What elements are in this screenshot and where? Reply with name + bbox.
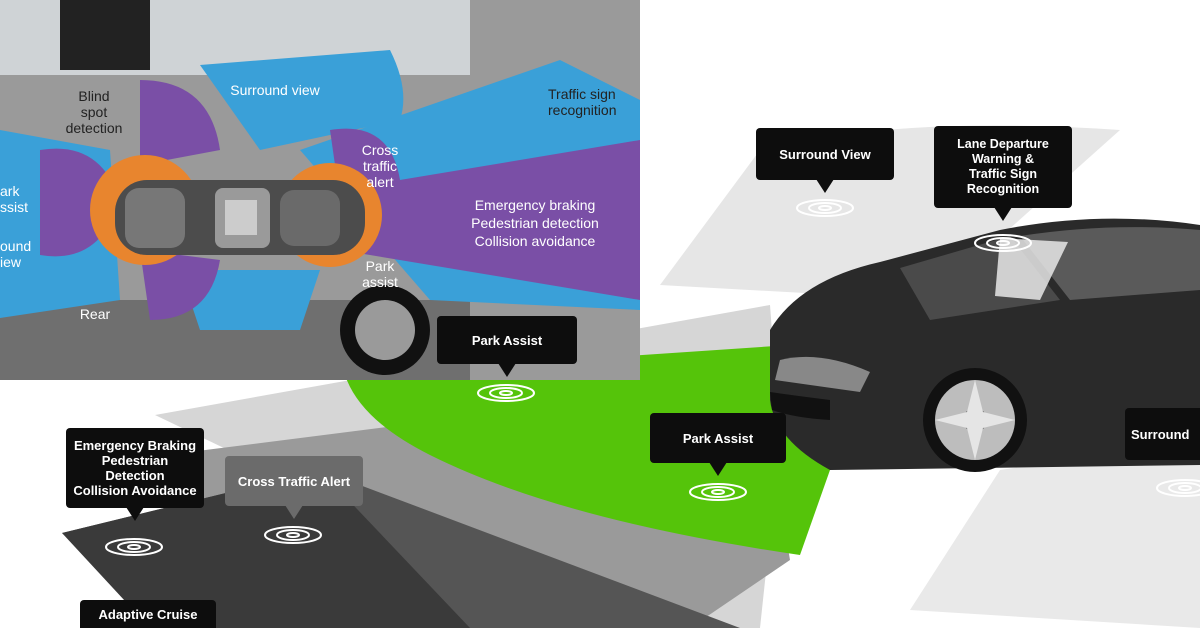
- callout-text: Surround: [1131, 426, 1190, 442]
- sensor-wave-icon: [105, 538, 163, 556]
- sensor-wave-icon: [477, 384, 535, 402]
- sensor-wave-icon: [796, 199, 854, 217]
- inset-label-park-assist-left: ark ssist: [0, 183, 28, 215]
- callout-emergency: Emergency Braking Pedestrian Detection C…: [66, 428, 204, 521]
- callout-text: Cross Traffic Alert: [237, 473, 351, 489]
- callout-text: Surround View: [779, 146, 871, 162]
- inset-label-surround-view: Surround view: [230, 82, 320, 98]
- car-topview-icon: [115, 180, 365, 255]
- inset-label-cross-traffic: Cross traffic alert: [361, 142, 399, 190]
- inset-label-emergency: Emergency braking Pedestrian detection C…: [471, 197, 599, 249]
- callout-surround-right: Surround: [1125, 408, 1200, 460]
- sensor-wave-icon-group: [105, 199, 1200, 556]
- zone-park-assist-green: [345, 345, 860, 555]
- sensor-wave-icon: [264, 526, 322, 544]
- callout-adaptive-cruise: Adaptive Cruise: [80, 600, 216, 628]
- sensor-wave-icon: [1156, 479, 1200, 497]
- callout-text: Emergency Braking Pedestrian Detection C…: [73, 438, 197, 498]
- sensor-wave-icon: [689, 483, 747, 501]
- perspective-diagram: [62, 125, 1200, 628]
- callout-text: Lane Departure Warning & Traffic Sign Re…: [957, 137, 1049, 196]
- callout-park-assist-lower: Park Assist: [650, 413, 786, 476]
- callout-text: Park Assist: [471, 332, 543, 348]
- inset-label-surround-view-left: ound iew: [0, 238, 32, 270]
- inset-label-traffic-sign: Traffic sign recognition: [548, 86, 617, 118]
- inset-label-blind-spot: Blind spot detection: [65, 88, 123, 136]
- inset-label-park-assist: Park assist: [362, 258, 398, 290]
- callout-text: Adaptive Cruise: [98, 606, 198, 622]
- car-perspective-icon: [770, 218, 1200, 472]
- callout-text: Park Assist: [682, 430, 754, 446]
- sensor-wave-icon: [974, 234, 1032, 252]
- zone-front-darker: [62, 470, 470, 628]
- zone-surround-right: [910, 440, 1200, 628]
- callout-park-assist-upper: Park Assist: [437, 316, 577, 377]
- callout-cross-traffic: Cross Traffic Alert: [225, 456, 363, 519]
- callout-lane-departure: Lane Departure Warning & Traffic Sign Re…: [934, 126, 1072, 221]
- inset-diagram: [0, 0, 640, 380]
- callout-surround-view: Surround View: [756, 128, 894, 193]
- inset-label-rear: Rear: [79, 306, 111, 322]
